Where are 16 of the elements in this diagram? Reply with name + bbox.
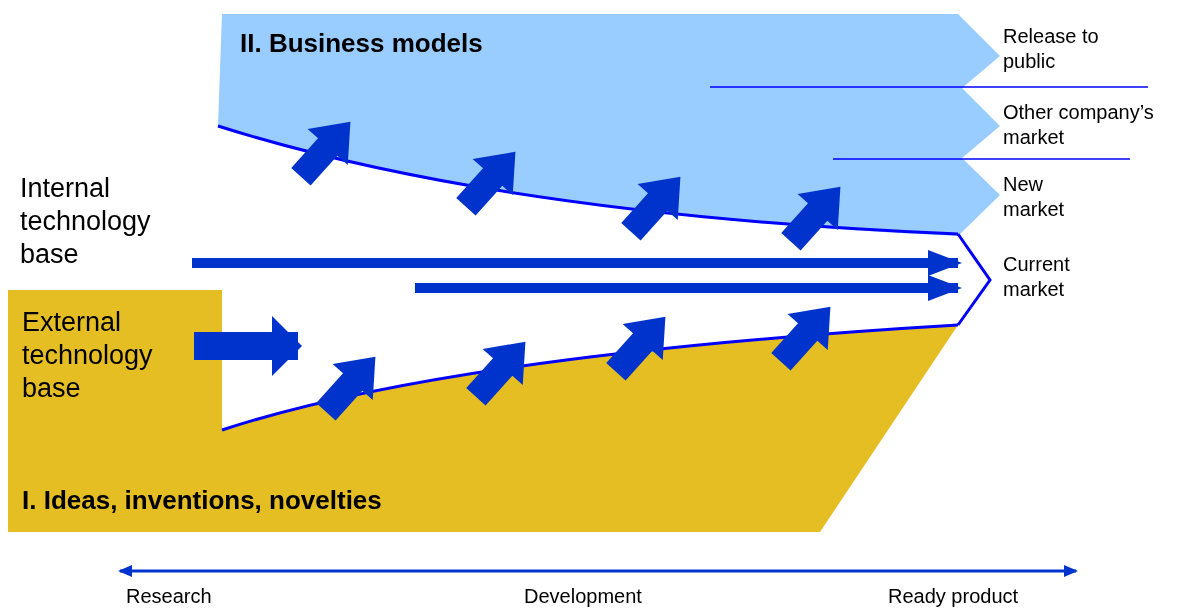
node-label: Other company’s market bbox=[1003, 100, 1168, 150]
axis-label: Development bbox=[524, 585, 642, 608]
arrow bbox=[415, 275, 962, 301]
node-label: Release to public bbox=[1003, 24, 1128, 74]
node-label: Internal technology base bbox=[20, 172, 190, 271]
node-label: Current market bbox=[1003, 252, 1103, 302]
business-models-band bbox=[218, 14, 1000, 236]
ideas-area bbox=[8, 290, 958, 532]
arrow bbox=[194, 316, 302, 376]
axis-label: Ready product bbox=[888, 585, 1019, 608]
node-label: New market bbox=[1003, 172, 1093, 222]
axis-label: Research bbox=[126, 585, 212, 608]
node-label: External technology base bbox=[22, 306, 192, 405]
area-heading: I. Ideas, inventions, novelties bbox=[22, 485, 382, 516]
arrow bbox=[192, 250, 962, 276]
band-heading: II. Business models bbox=[240, 28, 483, 59]
